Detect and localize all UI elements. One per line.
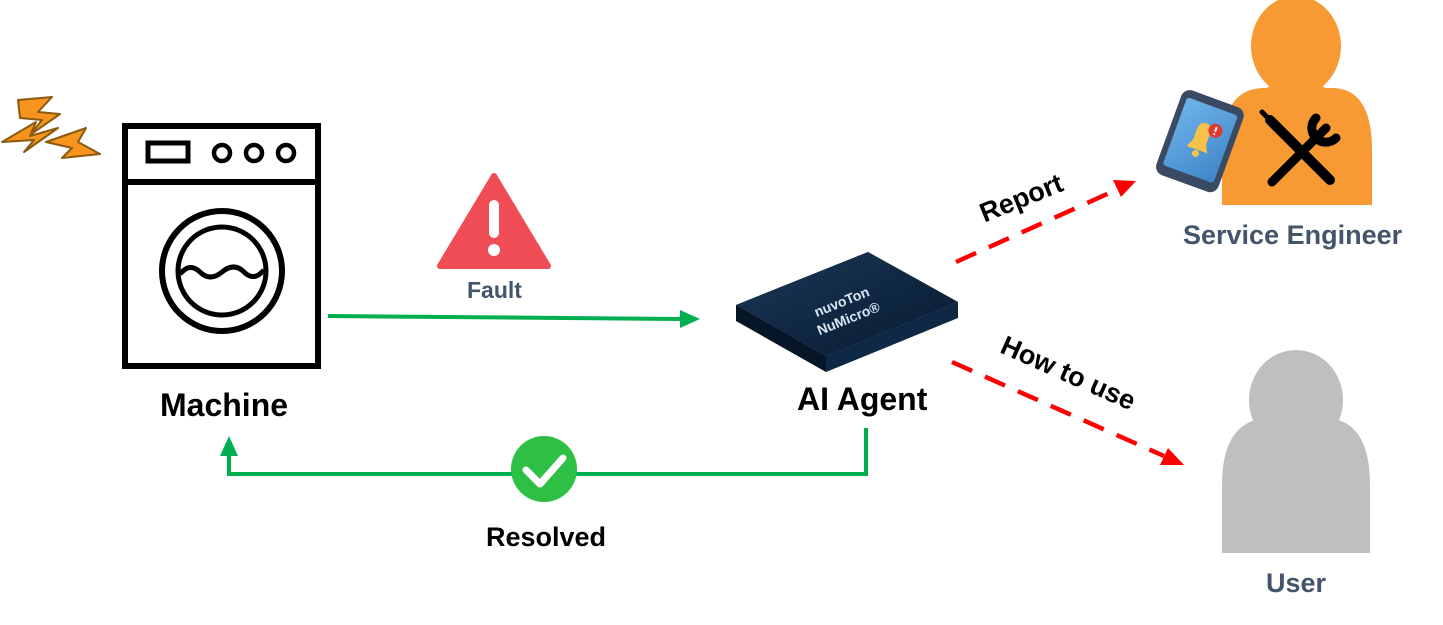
machine-label: Machine <box>160 387 289 423</box>
how-to-use-arrow <box>951 359 1184 465</box>
engineer-person-icon <box>1222 0 1372 205</box>
warning-triangle-icon <box>437 173 551 269</box>
ai-agent-label: AI Agent <box>797 381 928 417</box>
report-arrow <box>955 180 1136 265</box>
microcontroller-chip-icon: nuvoTon NuMicro® <box>736 252 958 372</box>
checkmark-circle-icon <box>511 436 577 502</box>
fault-arrow <box>327 310 700 328</box>
fault-label: Fault <box>467 277 522 303</box>
user-person-icon <box>1222 350 1370 553</box>
wrench-screwdriver-icon <box>1259 109 1341 187</box>
user-label: User <box>1266 568 1327 598</box>
tablet-alert-icon <box>1156 90 1244 193</box>
resolved-label: Resolved <box>486 522 607 552</box>
service-engineer-label: Service Engineer <box>1183 220 1403 250</box>
lightning-spark-icon <box>1 96 101 159</box>
washing-machine-icon <box>122 123 321 369</box>
